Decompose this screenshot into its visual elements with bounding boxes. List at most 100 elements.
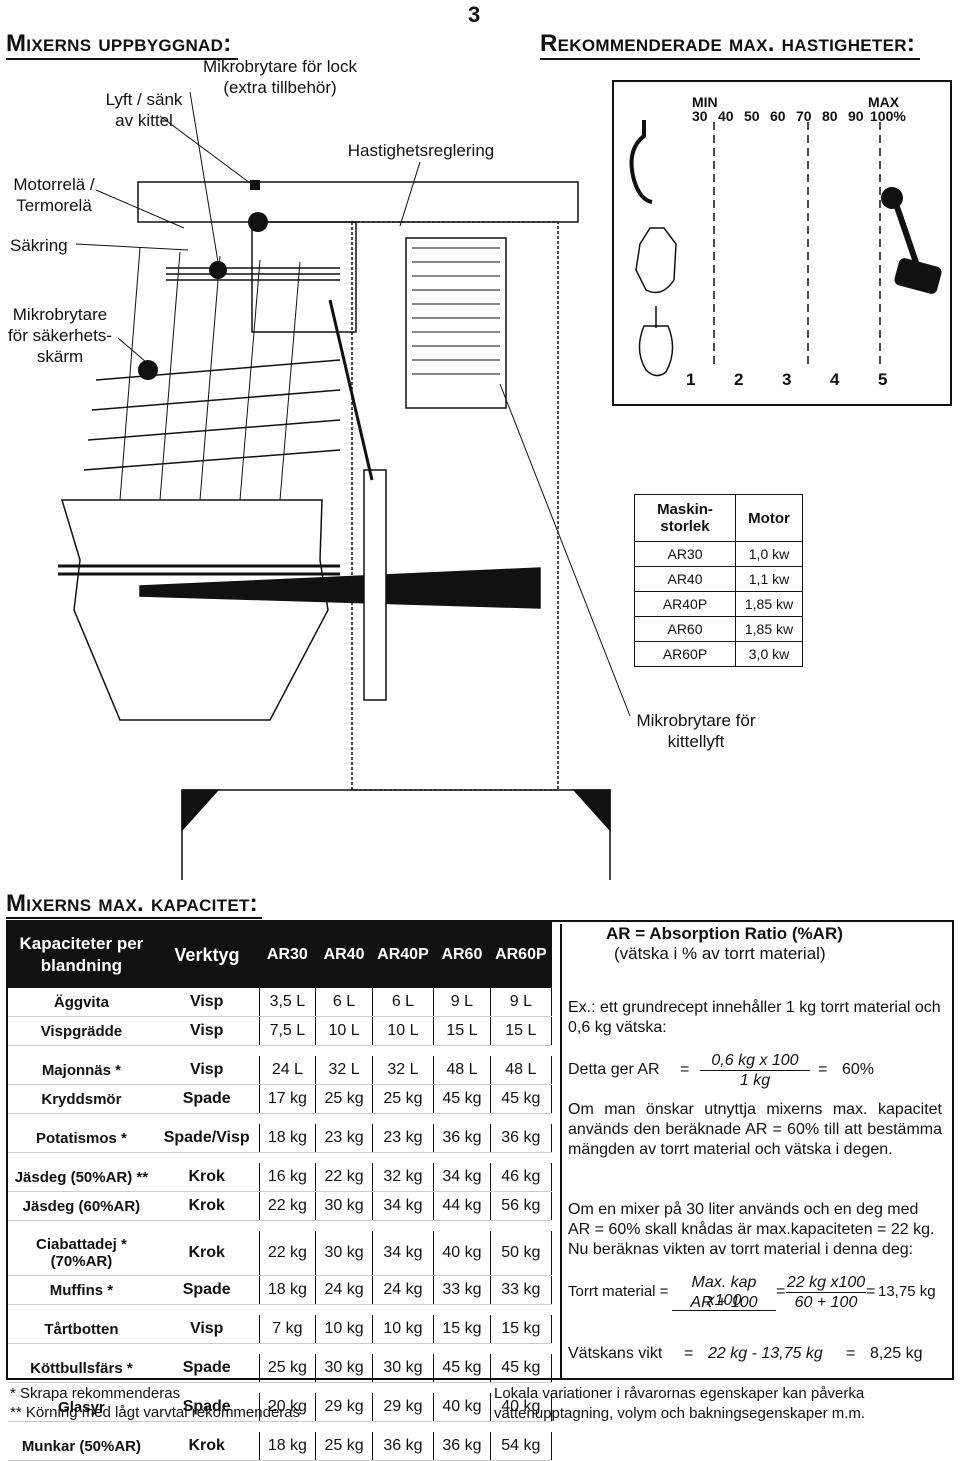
capacity-cell: 15 kg	[433, 1315, 491, 1344]
label-speed-control: Hastighetsreglering	[347, 141, 495, 160]
ar-gives-label: Detta ger AR	[568, 1061, 660, 1078]
capacity-cell: 18 kg	[259, 1275, 317, 1305]
capacity-header: AR40	[315, 922, 373, 988]
capacity-cell: 3,5 L	[259, 988, 317, 1017]
capacity-cell: 7 kg	[259, 1315, 317, 1344]
capacity-cell: 9 L	[490, 988, 553, 1017]
capacity-cell: 15 L	[490, 1016, 553, 1046]
capacity-cell: 22 kg	[259, 1231, 317, 1276]
label-safety-switch: Mikrobrytare för säkerhets- skärm	[8, 305, 112, 366]
ar-para1: Om man önskar utnyttja mixerns max. kapa…	[568, 1101, 942, 1158]
capacity-header: AR40P	[372, 922, 434, 988]
table-spacer	[8, 1221, 552, 1232]
tool-cell: Krok	[154, 1163, 260, 1192]
capacity-cell: 32 L	[372, 1056, 435, 1085]
product-cell: Ciabattadej * (70%AR)	[8, 1231, 155, 1276]
capacity-cell: 33 kg	[490, 1275, 553, 1305]
capacity-cell: 23 kg	[372, 1124, 435, 1153]
capacity-cell: 33 kg	[433, 1275, 491, 1305]
speed-min-label: MIN	[692, 94, 718, 110]
label-motor-relay: Motorrelä / Termorelä	[13, 175, 95, 215]
table-spacer-cell	[8, 1153, 552, 1164]
speed-position: 4	[830, 370, 840, 389]
ar-frac1-num: 0,6 kg x 100	[700, 1052, 810, 1071]
capacity-cell: 10 kg	[372, 1315, 435, 1344]
capacity-header: AR60P	[490, 922, 552, 988]
capacity-cell: 34 kg	[372, 1191, 435, 1221]
speed-scale-tick: 40	[718, 108, 734, 124]
capacity-cell: 36 kg	[433, 1432, 491, 1461]
ar-eq: =	[818, 1061, 828, 1078]
ar-result3: 8,25 kg	[870, 1345, 923, 1362]
tool-cell: Spade	[154, 1275, 260, 1305]
motor-table-header: Maskin- storlek	[634, 494, 736, 542]
ar-eq: =	[776, 1283, 786, 1300]
table-spacer-cell	[8, 1422, 552, 1433]
product-cell: Muffins *	[8, 1275, 155, 1305]
heading-underline	[540, 58, 920, 60]
ar-liquid-label: Vätskans vikt	[568, 1345, 663, 1362]
footnote-local: Lokala variationer i råvarornas egenskap…	[494, 1385, 866, 1422]
capacity-cell: 46 kg	[490, 1163, 553, 1192]
ar-frac2-num: Max. kap x100	[672, 1274, 776, 1311]
table-spacer	[8, 1046, 552, 1057]
capacity-cell: 40 kg	[433, 1393, 491, 1422]
capacity-header: AR30	[259, 922, 316, 988]
speed-max-label: MAX	[868, 94, 900, 110]
speed-position: 2	[734, 370, 744, 389]
capacity-cell: 40 kg	[490, 1393, 553, 1422]
table-cell: AR40	[634, 566, 736, 592]
table-spacer	[8, 1422, 552, 1433]
tool-cell: Visp	[154, 1315, 260, 1344]
capacity-header: AR60	[433, 922, 491, 988]
product-cell: Köttbullsfärs *	[8, 1354, 155, 1383]
speed-positions: 1 2 3 4 5	[686, 370, 887, 390]
tool-cell: Krok	[154, 1432, 260, 1461]
tool-cell: Visp	[154, 988, 260, 1017]
product-cell: Glasyr	[8, 1393, 155, 1422]
speed-chart	[612, 80, 952, 406]
capacity-cell: 25 kg	[315, 1432, 373, 1461]
tool-cell: Visp	[154, 1016, 260, 1046]
speed-position: 1	[686, 370, 696, 389]
heading-structure: Mixerns uppbyggnad:	[6, 30, 232, 57]
capacity-cell: 25 kg	[315, 1084, 373, 1114]
ar-result1: 60%	[842, 1061, 875, 1078]
capacity-cell: 15 L	[433, 1016, 491, 1046]
heading-capacity: Mixerns max. kapacitet:	[6, 890, 258, 917]
label-bowl-lift-switch: Mikrobrytare för kittellyft	[636, 711, 756, 751]
capacity-cell: 15 kg	[490, 1315, 553, 1344]
capacity-cell: 45 kg	[490, 1354, 553, 1383]
ar-eq: =	[684, 1345, 694, 1362]
capacity-cell: 24 kg	[372, 1275, 435, 1305]
table-spacer-cell	[8, 1344, 552, 1355]
capacity-cell: 29 kg	[315, 1393, 373, 1422]
tool-cell: Spade	[154, 1393, 260, 1422]
capacity-cell: 32 kg	[372, 1163, 435, 1192]
table-spacer-cell	[8, 1046, 552, 1057]
heading-speeds: Rekommenderade max. hastigheter:	[540, 30, 916, 57]
tool-cell: Spade	[154, 1354, 260, 1383]
capacity-header: Verktyg	[154, 922, 260, 988]
table-cell: 1,85 kw	[735, 591, 803, 617]
capacity-cell: 10 kg	[315, 1315, 373, 1344]
capacity-cell: 44 kg	[433, 1191, 491, 1221]
capacity-cell: 29 kg	[372, 1393, 435, 1422]
capacity-cell: 45 kg	[433, 1084, 491, 1114]
capacity-cell: 40 kg	[433, 1231, 491, 1276]
table-cell: AR60P	[634, 641, 736, 667]
capacity-cell: 34 kg	[433, 1163, 491, 1192]
table-cell: AR60	[634, 616, 736, 642]
capacity-cell: 45 kg	[433, 1354, 491, 1383]
ar-title: AR = Absorption Ratio (%AR)	[606, 924, 843, 943]
product-cell: Äggvita	[8, 988, 155, 1017]
table-spacer	[8, 1153, 552, 1164]
page-number: 3	[468, 2, 481, 27]
ar-eq: =	[680, 1061, 690, 1078]
